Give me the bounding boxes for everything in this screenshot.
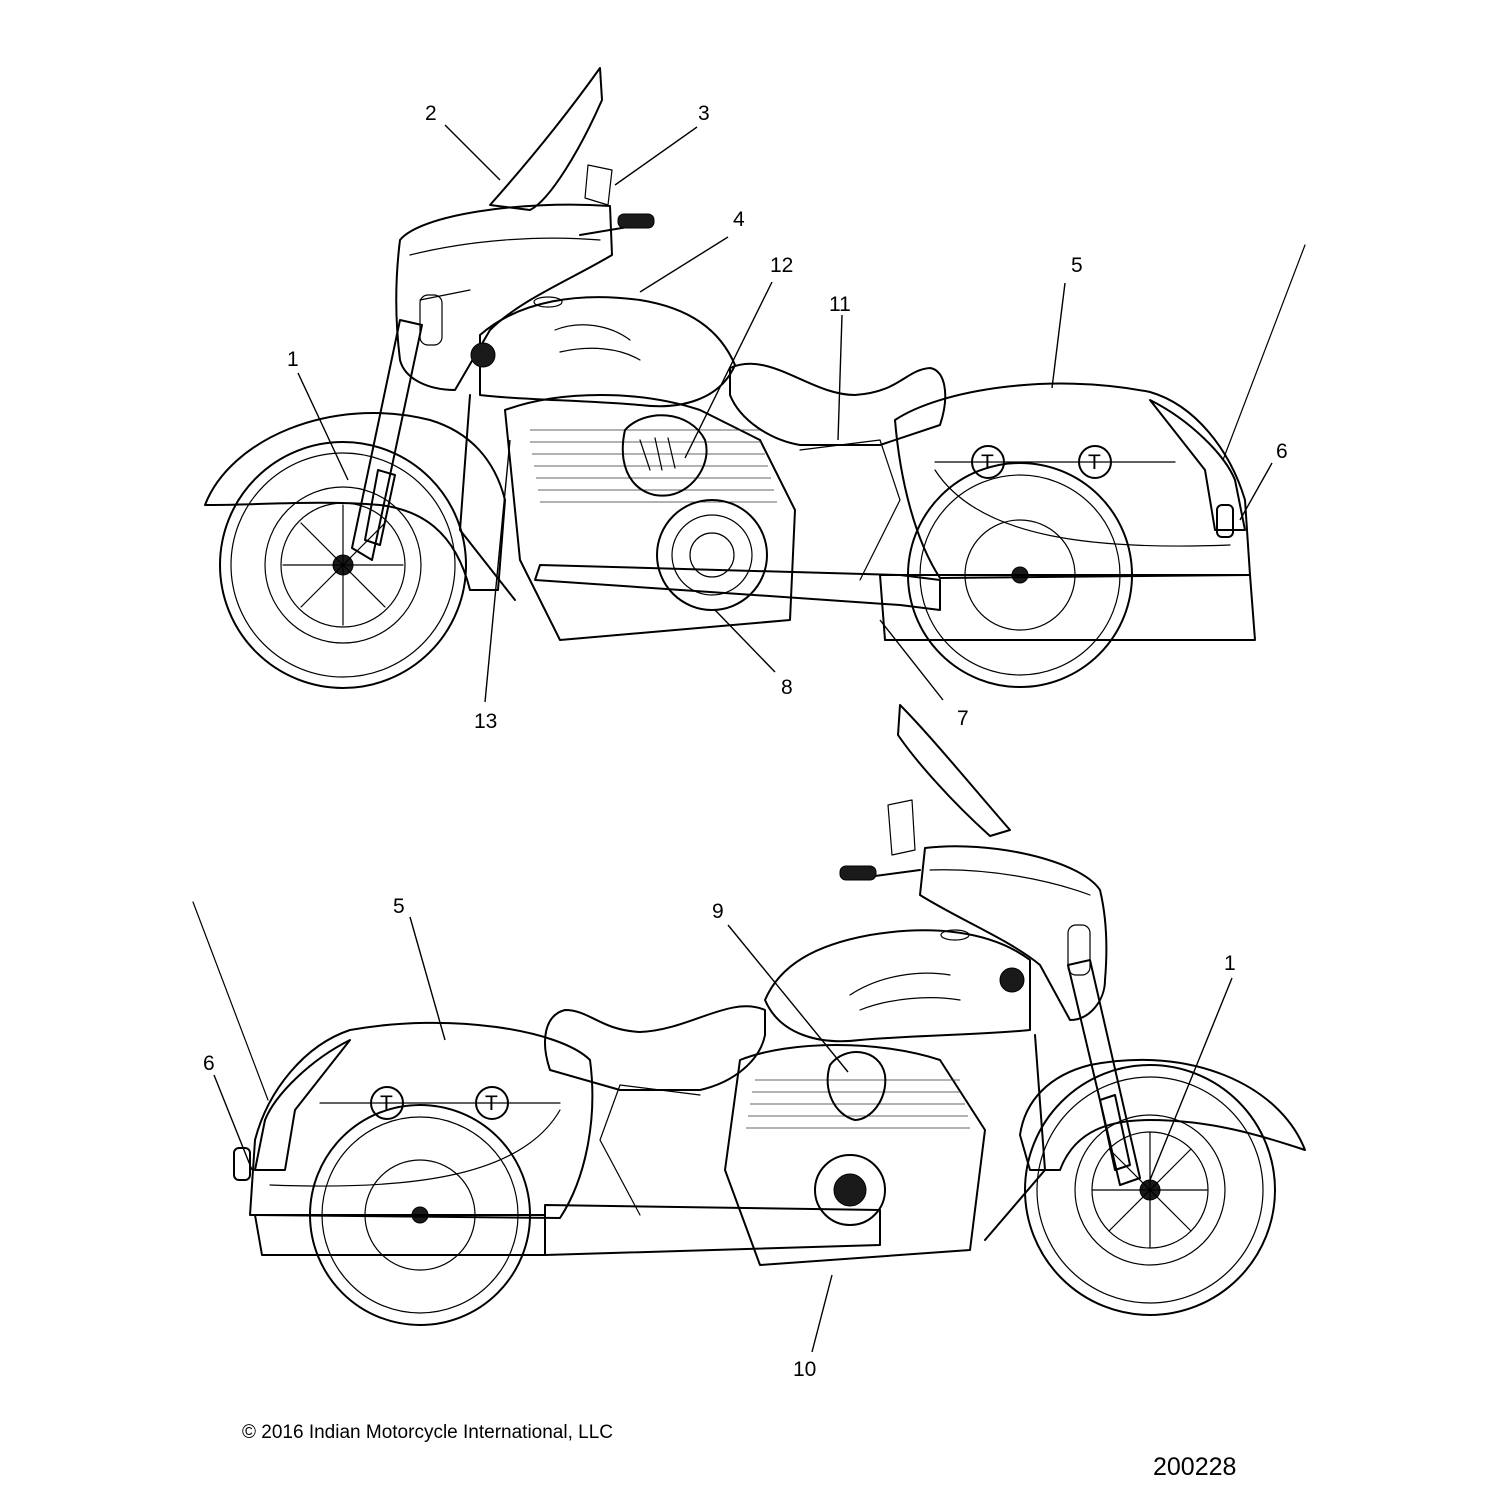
callouts-top: 1 2 3 4 12 11 5 6 13 8 7 [287,102,1288,733]
callouts-bottom: 5 6 9 1 10 [203,895,1236,1381]
front-fork [351,319,423,561]
callout-6: 6 [1276,440,1288,463]
callout-6: 6 [203,1052,215,1075]
fuel-tank [479,296,736,408]
rear-fender [254,1039,351,1171]
svg-text:T: T [981,451,994,474]
mirror [887,799,916,856]
callout-1: 1 [1224,952,1236,975]
tank-logo [554,324,641,361]
air-cleaner-cover [621,414,708,497]
antenna [192,901,269,1101]
seat [729,362,947,446]
saddlebag [894,382,1251,579]
copyright-notice: © 2016 Indian Motorcycle International, … [242,1422,613,1444]
callout-5: 5 [1071,254,1083,277]
diagram-number: 200228 [1153,1453,1237,1481]
callout-3: 3 [698,102,710,125]
tank-logo [849,972,961,1011]
leader-lines-bottom [213,916,1233,1353]
svg-text:T: T [380,1092,393,1115]
copyright-text: 2016 Indian Motorcycle International, LL… [261,1422,613,1443]
fairing [395,203,613,391]
motorcycle-right-side-view: T T [204,67,1306,689]
fuel-tank [764,929,1031,1043]
callout-2: 2 [425,102,437,125]
seat [544,1005,766,1091]
front-fork [1067,959,1141,1186]
saddlebag [249,1021,594,1219]
callout-4: 4 [733,208,745,231]
windshield [897,704,1011,837]
callout-1: 1 [287,348,299,371]
fairing [919,845,1108,1021]
copyright-symbol: © [242,1422,256,1443]
callout-13: 13 [474,710,497,733]
rear-fender [1149,399,1246,531]
front-fender [1019,1058,1306,1171]
rocker-cover [826,1051,887,1121]
exhaust-pipe [544,1204,881,1256]
front-wheel [1024,1064,1276,1316]
callout-11: 11 [829,293,851,316]
callout-5: 5 [393,895,405,918]
callout-9: 9 [712,900,724,923]
front-fender [204,412,506,591]
primary-cover [656,499,768,611]
motorcycle-left-side-view: T T [192,704,1306,1326]
callout-12: 12 [770,254,793,277]
callout-10: 10 [793,1358,816,1381]
mirror [584,164,613,206]
windshield [489,67,603,211]
front-wheel [219,441,467,689]
svg-text:T: T [485,1092,498,1115]
leader-lines-top [297,124,1273,703]
callout-8: 8 [781,676,793,699]
engine [504,394,796,641]
engine [724,1044,986,1266]
callout-7: 7 [957,707,969,730]
antenna [1222,244,1306,461]
svg-text:T: T [1088,451,1101,474]
